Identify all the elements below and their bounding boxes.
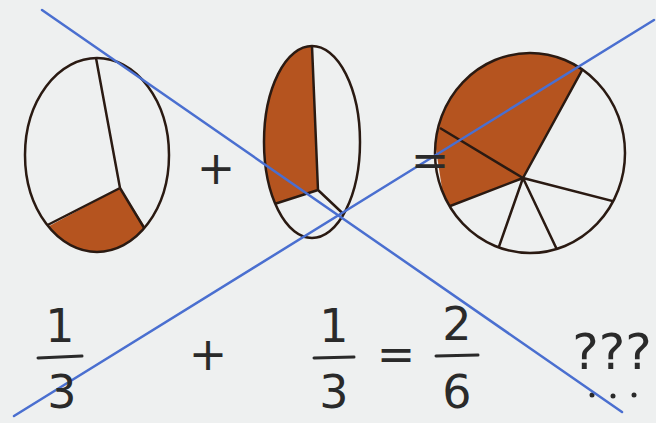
shaded-third xyxy=(250,40,318,215)
right-circle xyxy=(430,40,628,258)
plus-sign: + xyxy=(197,145,236,191)
left-circle xyxy=(25,58,169,270)
numerator: 1 xyxy=(319,303,348,349)
equals-sign: = xyxy=(377,331,416,377)
question-marks: ??? xyxy=(572,327,652,377)
plus-sign: + xyxy=(189,331,228,377)
equals-sign: = xyxy=(411,137,450,183)
cross-out xyxy=(14,10,654,416)
shaded-third xyxy=(38,188,160,270)
denominator: 6 xyxy=(442,369,471,415)
denominator: 3 xyxy=(319,369,348,415)
numerator: 2 xyxy=(442,301,471,347)
numerator: 1 xyxy=(45,303,74,349)
denominator: 3 xyxy=(47,369,76,415)
middle-circle xyxy=(250,40,360,238)
